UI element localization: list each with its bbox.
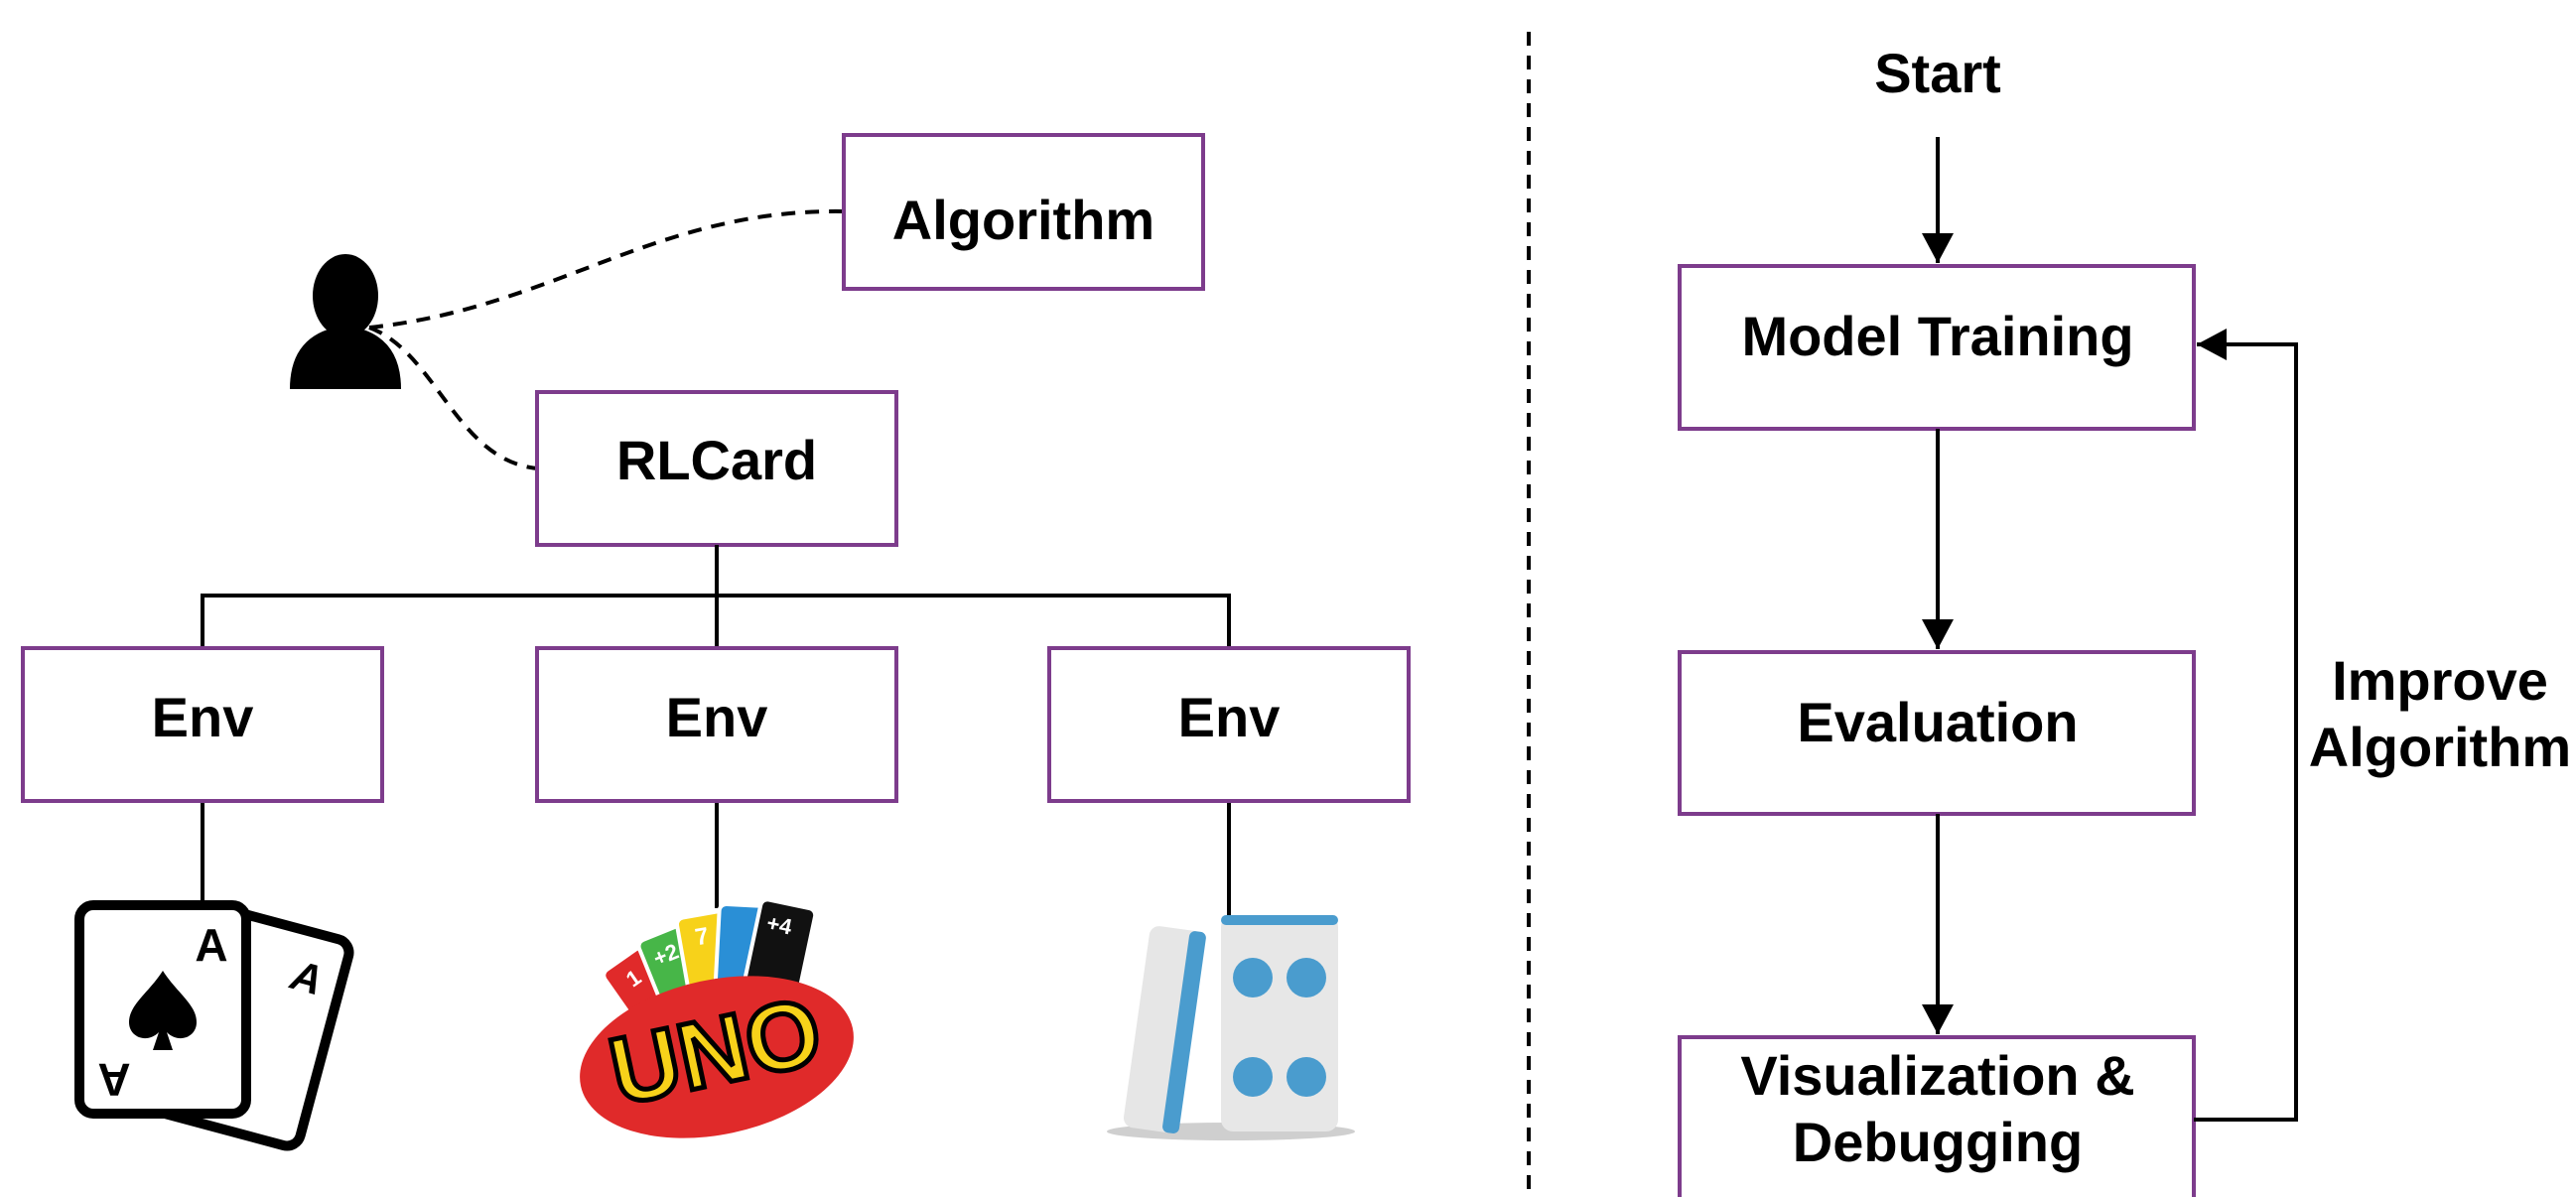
env-box-1: Env <box>21 646 384 803</box>
spade-icon <box>129 971 197 1050</box>
start-label: Start <box>1874 42 2001 104</box>
uno-logo-icon: 1 +2 7 +4 UNO <box>580 897 854 1138</box>
model-training-label: Model Training <box>1741 305 2133 367</box>
feedback-loop-arrow <box>2194 329 2298 1122</box>
domino-icon <box>1107 915 1355 1140</box>
right-panel: Start Model Training Evaluation Visualiz… <box>1678 42 2571 1197</box>
env-box-2: Env <box>535 646 898 803</box>
env-label: Env <box>152 686 254 748</box>
uno-card-label: 7 <box>693 922 711 951</box>
card-rank: A <box>195 919 227 971</box>
evaluation-box: Evaluation <box>1678 650 2196 816</box>
visualization-label-line1: Visualization & <box>1740 1044 2134 1107</box>
rlcard-env-connectors <box>201 545 1231 918</box>
loop-label-line2: Algorithm <box>2309 716 2571 778</box>
env-box-3: Env <box>1047 646 1411 803</box>
env-label: Env <box>666 686 768 748</box>
user-to-rlcard-connector <box>368 326 539 470</box>
env-label: Env <box>1178 686 1281 748</box>
playing-cards-icon: A A A <box>74 900 354 1151</box>
loop-label-line1: Improve <box>2332 649 2548 712</box>
evaluation-label: Evaluation <box>1797 691 2078 753</box>
card-rank: A <box>97 1054 130 1106</box>
algorithm-label: Algorithm <box>892 189 1154 251</box>
visualization-label-line2: Debugging <box>1793 1111 2083 1173</box>
rlcard-label: RLCard <box>616 429 817 491</box>
user-icon <box>290 254 401 389</box>
model-training-box: Model Training <box>1678 264 2196 431</box>
algorithm-box: Algorithm <box>842 133 1205 291</box>
left-panel: Algorithm RLCard Env Env Env <box>21 133 1411 1151</box>
user-to-algorithm-connector <box>368 208 845 330</box>
uno-card-label: +4 <box>764 910 794 940</box>
rlcard-box: RLCard <box>535 390 898 547</box>
visualization-debugging-box: Visualization & Debugging <box>1678 1035 2196 1197</box>
